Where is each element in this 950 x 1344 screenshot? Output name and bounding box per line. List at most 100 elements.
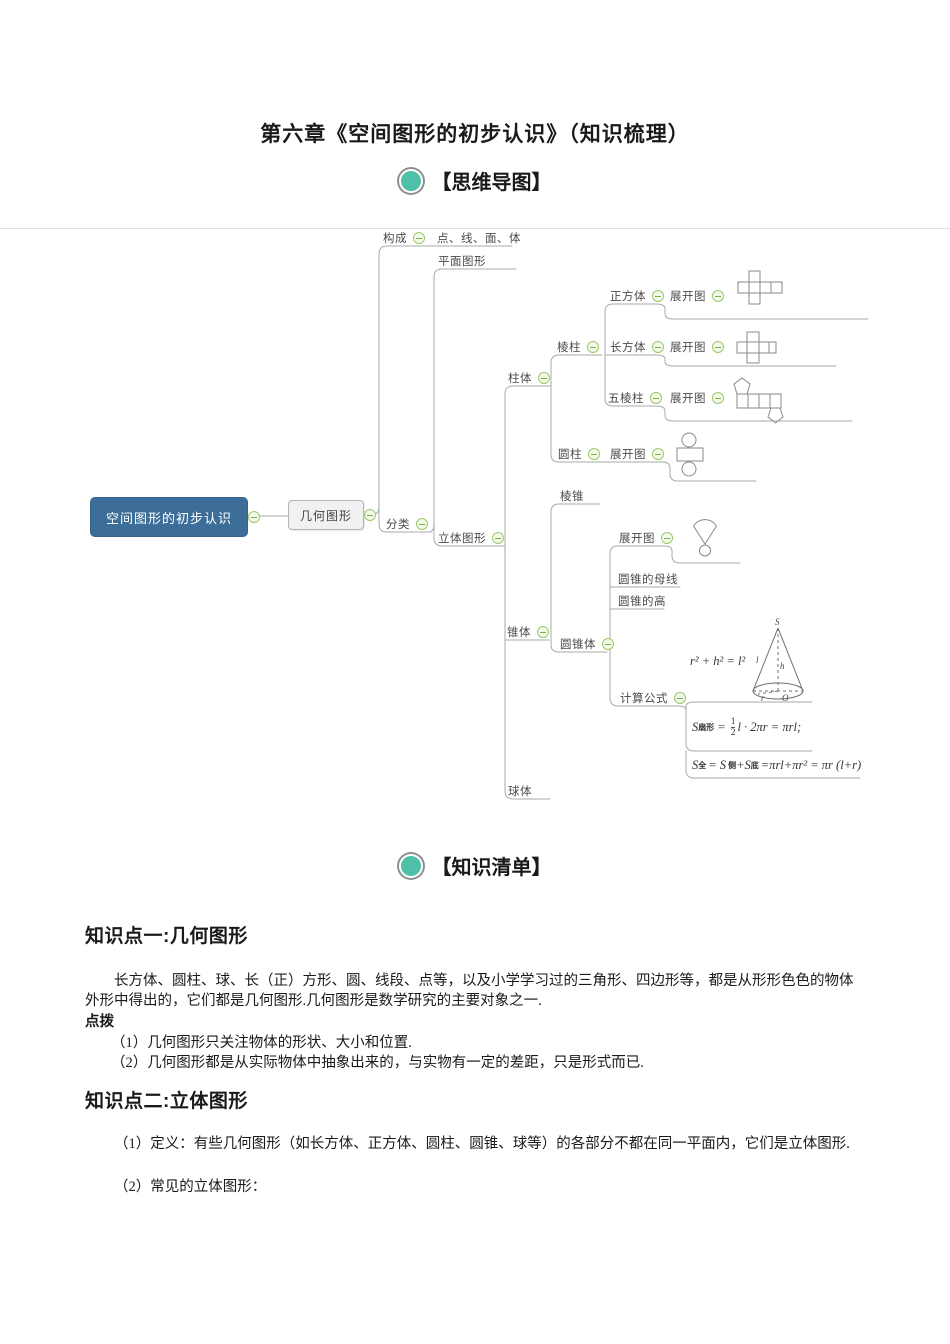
mindmap-node-classification: 分类: [386, 516, 428, 532]
collapse-icon: [364, 509, 376, 521]
mindmap-node-prism: 棱柱: [557, 339, 599, 355]
tip-item: （2）几何图形都是从实际物体中抽象出来的，与实物有一定的差距，只是形式而已.: [111, 1055, 644, 1071]
node-label: 正方体: [610, 291, 646, 303]
formula-text: r² + h² = l²: [690, 654, 746, 668]
collapse-icon: [587, 341, 599, 353]
mindmap-connectors: S l h r O: [257, 245, 869, 800]
cuboid-net-figure: [736, 331, 777, 364]
formula-text: S: [692, 720, 699, 735]
teal-bullet-icon: [398, 168, 423, 193]
formula-subscript: 侧: [728, 761, 737, 770]
collapse-icon: [652, 341, 664, 353]
collapse-icon: [416, 518, 428, 530]
mindmap-node-geometry: 几何图形: [288, 500, 364, 530]
mindmap-node-cube: 正方体: [610, 288, 664, 304]
formula-subscript: 底: [750, 761, 759, 770]
mindmap-figure: S l h r O 空间图形的初步认识 几何图形 构成 点、线、面、体 平面图形…: [0, 228, 950, 821]
mindmap-node-formula: 计算公式: [620, 690, 686, 706]
collapse-icon: [652, 290, 664, 302]
formula-text: S: [692, 758, 699, 772]
collapse-icon: [650, 392, 662, 404]
mindmap-node-pentagonal-net: 展开图: [670, 390, 724, 406]
node-label: 长方体: [610, 342, 646, 354]
collapse-icon: [588, 448, 600, 460]
knowledge-point-1-title: 知识点一:几何图形: [85, 926, 248, 947]
cone-center-label: O: [782, 693, 789, 703]
knowledge-point-2-title: 知识点二:立体图形: [85, 1091, 248, 1112]
formula-text: =πrl+πr² = πr (l+r): [760, 758, 862, 772]
cone-height-label: h: [780, 661, 785, 671]
mindmap-node-plane-figure: 平面图形: [438, 253, 486, 269]
cube-net-figure: [737, 270, 783, 305]
node-label: 展开图: [610, 449, 646, 461]
node-label: 棱柱: [557, 342, 581, 354]
node-label: 展开图: [670, 393, 706, 405]
collapse-icon: [712, 290, 724, 302]
node-label: 圆锥体: [560, 639, 596, 651]
node-label: 计算公式: [620, 693, 668, 705]
cone-net-figure: [692, 519, 718, 557]
fraction-numerator: 1: [730, 717, 736, 727]
mindmap-node-cuboid: 长方体: [610, 339, 664, 355]
node-label: 圆锥的母线: [618, 574, 678, 586]
mindmap-node-cone-net: 展开图: [619, 530, 673, 546]
collapse-icon: [248, 511, 260, 523]
cylinder-net-figure: [676, 432, 704, 477]
node-label: 展开图: [670, 291, 706, 303]
collapse-icon: [712, 392, 724, 404]
node-label: 圆锥的高: [618, 596, 666, 608]
page-title: 第六章《空间图形的初步认识》（知识梳理）: [260, 122, 690, 146]
knowledge-section-header: 【知识清单】: [0, 851, 950, 880]
node-label: 锥体: [507, 627, 531, 639]
node-label: 点、线、面、体: [437, 233, 521, 245]
mindmap-node-sphere: 球体: [508, 783, 532, 799]
collapse-icon: [674, 692, 686, 704]
mindmap-section-header: 【思维导图】: [0, 166, 950, 195]
fraction-denominator: 2: [730, 727, 736, 739]
pentagonal-prism-net-figure: [733, 377, 784, 424]
mindmap-node-cylinder: 圆柱: [558, 446, 600, 462]
knowledge-section-title: 【知识清单】: [431, 857, 552, 879]
formula-text: +S: [736, 758, 751, 772]
collapse-icon: [652, 448, 664, 460]
mindmap-node-pyramid: 棱锥: [560, 488, 584, 504]
node-label: 分类: [386, 519, 410, 531]
mindmap-node-cone-group: 锥体: [507, 624, 549, 640]
mindmap-node-composition: 构成: [383, 230, 425, 246]
node-label: 圆柱: [558, 449, 582, 461]
node-label: 展开图: [619, 533, 655, 545]
mindmap-node-pentagonal-prism: 五棱柱: [608, 390, 662, 406]
pythagorean-formula: r² + h² = l²: [690, 654, 745, 669]
knowledge-point-1-paragraph: 长方体、圆柱、球、长（正）方形、圆、线段、点等，以及小学学习过的三角形、四边形等…: [85, 973, 854, 1009]
mindmap-node-cone: 圆锥体: [560, 636, 614, 652]
collapse-icon: [712, 341, 724, 353]
node-label: 平面图形: [438, 256, 486, 268]
formula-subscript: 全: [698, 761, 707, 770]
formula-text: l · 2πr = πrl;: [737, 720, 802, 735]
mindmap-section-title: 【思维导图】: [431, 172, 552, 194]
node-label: 立体图形: [438, 533, 486, 545]
node-label: 球体: [508, 786, 532, 798]
node-label: 展开图: [670, 342, 706, 354]
formula-subscript: 扇形: [698, 723, 715, 733]
tip-label: 点拨: [85, 1014, 114, 1030]
collapse-icon: [413, 232, 425, 244]
tip-item: （1）几何图形只关注物体的形状、大小和位置.: [111, 1035, 412, 1051]
collapse-icon: [661, 532, 673, 544]
knowledge-point-2-item: （1）定义：有些几何图形（如长方体、正方体、圆柱、圆锥、球等）的各部分不都在同一…: [114, 1136, 850, 1152]
node-label: 棱锥: [560, 491, 584, 503]
node-label: 五棱柱: [608, 393, 644, 405]
collapse-icon: [492, 532, 504, 544]
mindmap-node-prism-group: 柱体: [508, 370, 550, 386]
mindmap-node-cube-net: 展开图: [670, 288, 724, 304]
collapse-icon: [602, 638, 614, 650]
knowledge-point-2-item: （2）常见的立体图形：: [114, 1179, 267, 1195]
node-label: 柱体: [508, 373, 532, 385]
node-label: 构成: [383, 233, 407, 245]
mindmap-node-cone-height: 圆锥的高: [618, 593, 666, 609]
cone-slant-label: l: [756, 655, 759, 665]
collapse-icon: [537, 626, 549, 638]
